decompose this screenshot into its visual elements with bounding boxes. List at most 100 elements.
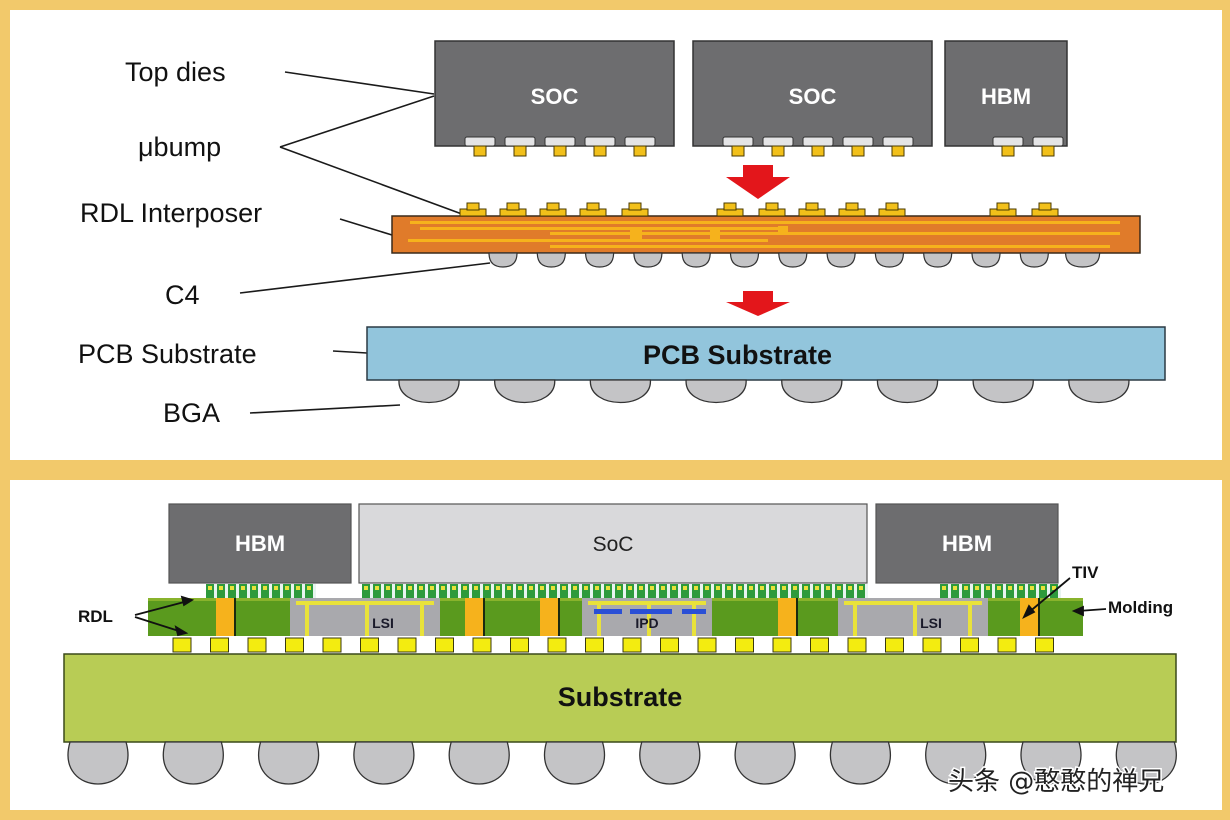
die-pad bbox=[842, 136, 874, 147]
microbump bbox=[549, 584, 557, 598]
c4-bump bbox=[681, 252, 711, 268]
die-pad bbox=[1032, 136, 1064, 147]
microbump-cap bbox=[573, 586, 577, 590]
microbump bbox=[648, 584, 656, 598]
microbump bbox=[553, 145, 567, 157]
die-label: HBM bbox=[981, 84, 1031, 109]
bga-balls bbox=[398, 379, 1130, 404]
interposer-bumps bbox=[459, 202, 1059, 217]
microbump bbox=[261, 584, 269, 598]
tiv bbox=[1020, 598, 1038, 636]
microbump-gap bbox=[392, 584, 395, 598]
bga-ball bbox=[258, 741, 320, 785]
microbump-cap bbox=[551, 586, 555, 590]
microbump bbox=[995, 584, 1003, 598]
c4-bump bbox=[971, 252, 1001, 268]
solder-pad bbox=[322, 637, 342, 653]
microbump-cap bbox=[386, 586, 390, 590]
microbump bbox=[626, 584, 634, 598]
microbump-cap bbox=[953, 586, 957, 590]
microbump-cap bbox=[716, 586, 720, 590]
microbump-gap bbox=[821, 584, 824, 598]
microbump-cap bbox=[540, 586, 544, 590]
microbump bbox=[891, 145, 905, 157]
microbump-cap bbox=[942, 586, 946, 590]
tiv-arrow bbox=[1027, 577, 1071, 614]
watermark: 头条 @憨憨的禅兄 bbox=[948, 767, 1164, 797]
rdl-arrow-bottom bbox=[134, 616, 183, 633]
microbump-gap bbox=[667, 584, 670, 598]
microbump bbox=[659, 584, 667, 598]
microbump bbox=[283, 584, 291, 598]
bga-ball bbox=[494, 379, 556, 404]
microbump bbox=[272, 584, 280, 598]
top-panel: Top dies μbump RDL Interposer C4 PCB Sub… bbox=[10, 10, 1222, 460]
leader-bga bbox=[249, 404, 401, 414]
die-pad bbox=[992, 136, 1024, 147]
c4-bump bbox=[536, 252, 566, 268]
bridge-via bbox=[853, 602, 857, 636]
microbump-gap bbox=[370, 584, 373, 598]
microbump bbox=[593, 584, 601, 598]
microbump-gap bbox=[656, 584, 659, 598]
microbump-gap bbox=[414, 584, 417, 598]
bridge-die: IPD bbox=[582, 598, 712, 636]
microbump-gap bbox=[458, 584, 461, 598]
solder-pad bbox=[622, 637, 642, 653]
microbump-gap bbox=[568, 584, 571, 598]
bga-ball bbox=[781, 379, 843, 404]
microbump bbox=[483, 584, 491, 598]
microbump-cap bbox=[628, 586, 632, 590]
top-die: SOC bbox=[692, 40, 933, 157]
leader-ubump-die bbox=[279, 95, 435, 148]
solder-pad bbox=[1035, 637, 1054, 653]
callout-arrows bbox=[134, 577, 1107, 637]
microbump-cap bbox=[815, 586, 819, 590]
microbump-gap bbox=[689, 584, 692, 598]
microbump-gap bbox=[269, 584, 272, 598]
microbump bbox=[637, 584, 645, 598]
microbump-gap bbox=[981, 584, 984, 598]
microbump-cap bbox=[705, 586, 709, 590]
microbump bbox=[633, 145, 647, 157]
microbump-gap bbox=[992, 584, 995, 598]
microbump bbox=[851, 145, 865, 157]
top-die: SOC bbox=[434, 40, 675, 157]
microbump-gap bbox=[810, 584, 813, 598]
die: HBM bbox=[875, 503, 1059, 584]
microbump-gap bbox=[291, 584, 294, 598]
microbump-gap bbox=[744, 584, 747, 598]
microbump bbox=[450, 584, 458, 598]
assembly-arrows bbox=[726, 165, 790, 316]
microbump bbox=[615, 584, 623, 598]
leader-pcb bbox=[332, 350, 368, 354]
microbump-cap bbox=[452, 586, 456, 590]
rdl-arrow-top bbox=[134, 600, 189, 616]
microbump-gap bbox=[970, 584, 973, 598]
microbump-gap bbox=[1058, 584, 1061, 598]
label-molding: Molding bbox=[1108, 598, 1173, 617]
microbump-cap bbox=[617, 586, 621, 590]
microbump bbox=[571, 584, 579, 598]
bottom-pads bbox=[172, 637, 1054, 653]
microbump-cap bbox=[408, 586, 412, 590]
c4-bump bbox=[778, 252, 808, 268]
microbump bbox=[513, 145, 527, 157]
label-ubump: μbump bbox=[138, 132, 221, 162]
microbump-gap bbox=[513, 584, 516, 598]
die-pad bbox=[882, 136, 914, 147]
solder-pad bbox=[997, 637, 1017, 653]
die-pad bbox=[762, 136, 794, 147]
microbump bbox=[765, 202, 779, 211]
bga-ball bbox=[685, 379, 747, 404]
microbump bbox=[681, 584, 689, 598]
microbump-gap bbox=[843, 584, 846, 598]
solder-pad bbox=[885, 637, 904, 653]
microbump-cap bbox=[584, 586, 588, 590]
microbump-cap bbox=[1052, 586, 1056, 590]
microbump bbox=[586, 202, 600, 211]
interposer-traces bbox=[408, 221, 1120, 248]
bga-ball bbox=[448, 741, 510, 785]
